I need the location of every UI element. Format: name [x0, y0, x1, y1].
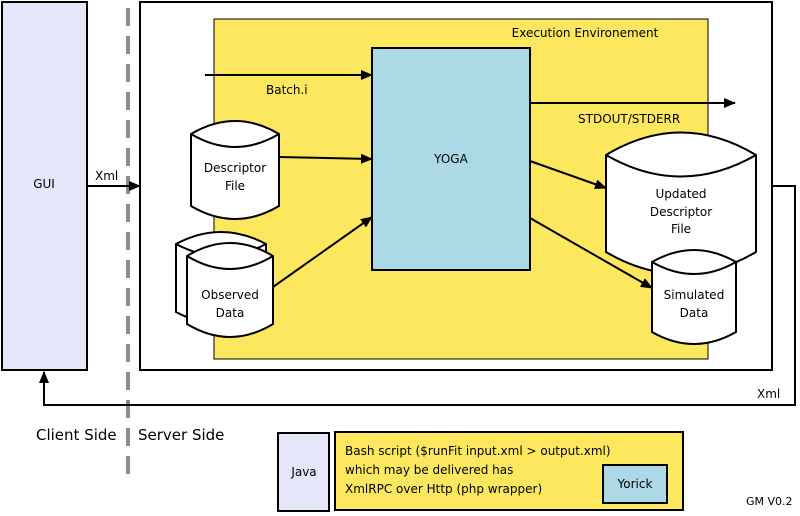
gui-box [1, 1, 88, 371]
stdout-label: STDOUT/STDERR [578, 112, 680, 126]
descriptor-line1: Descriptor [204, 161, 266, 175]
server-side-label: Server Side [138, 426, 224, 444]
xml-return-label: Xml [757, 387, 780, 401]
batch-label: Batch.i [266, 83, 308, 97]
yoga-box [371, 47, 531, 271]
yorick-label: Yorick [617, 477, 653, 491]
java-label: Java [290, 465, 316, 479]
observed-data-cylinder [186, 242, 274, 338]
observed-line2: Data [216, 306, 245, 320]
yoga-to-simulated-arrow [529, 217, 653, 289]
descriptor-line2: File [225, 179, 245, 193]
updated-line1: Updated [655, 187, 706, 201]
descriptor-to-yoga-arrow [278, 153, 373, 164]
yoga-label: YOGA [433, 152, 468, 166]
client-side-label: Client Side [36, 426, 117, 444]
xml-input-label: Xml [95, 169, 118, 183]
yorick-box [602, 464, 668, 504]
simulated-data-cylinder [651, 249, 737, 345]
execution-environment-title: Execution Environement [512, 26, 659, 40]
xml-return-arrow [39, 185, 796, 406]
observed-to-yoga-arrow [272, 216, 373, 288]
bash-line2: which may be delivered has [345, 463, 513, 477]
java-box [277, 432, 330, 512]
observed-line1: Observed [201, 288, 259, 302]
bash-line3: XmlRPC over Http (php wrapper) [345, 482, 542, 496]
descriptor-file-cylinder [190, 120, 280, 220]
gui-label: GUI [33, 177, 55, 191]
simulated-line2: Data [680, 306, 709, 320]
version-label: GM V0.2 [746, 495, 793, 508]
updated-line2: Descriptor [650, 205, 712, 219]
simulated-line1: Simulated [664, 288, 725, 302]
updated-descriptor-cylinder [605, 131, 757, 275]
updated-line3: File [671, 222, 691, 236]
bash-line1: Bash script ($runFit input.xml > output.… [345, 444, 611, 458]
yoga-to-updated-arrow [529, 160, 607, 190]
